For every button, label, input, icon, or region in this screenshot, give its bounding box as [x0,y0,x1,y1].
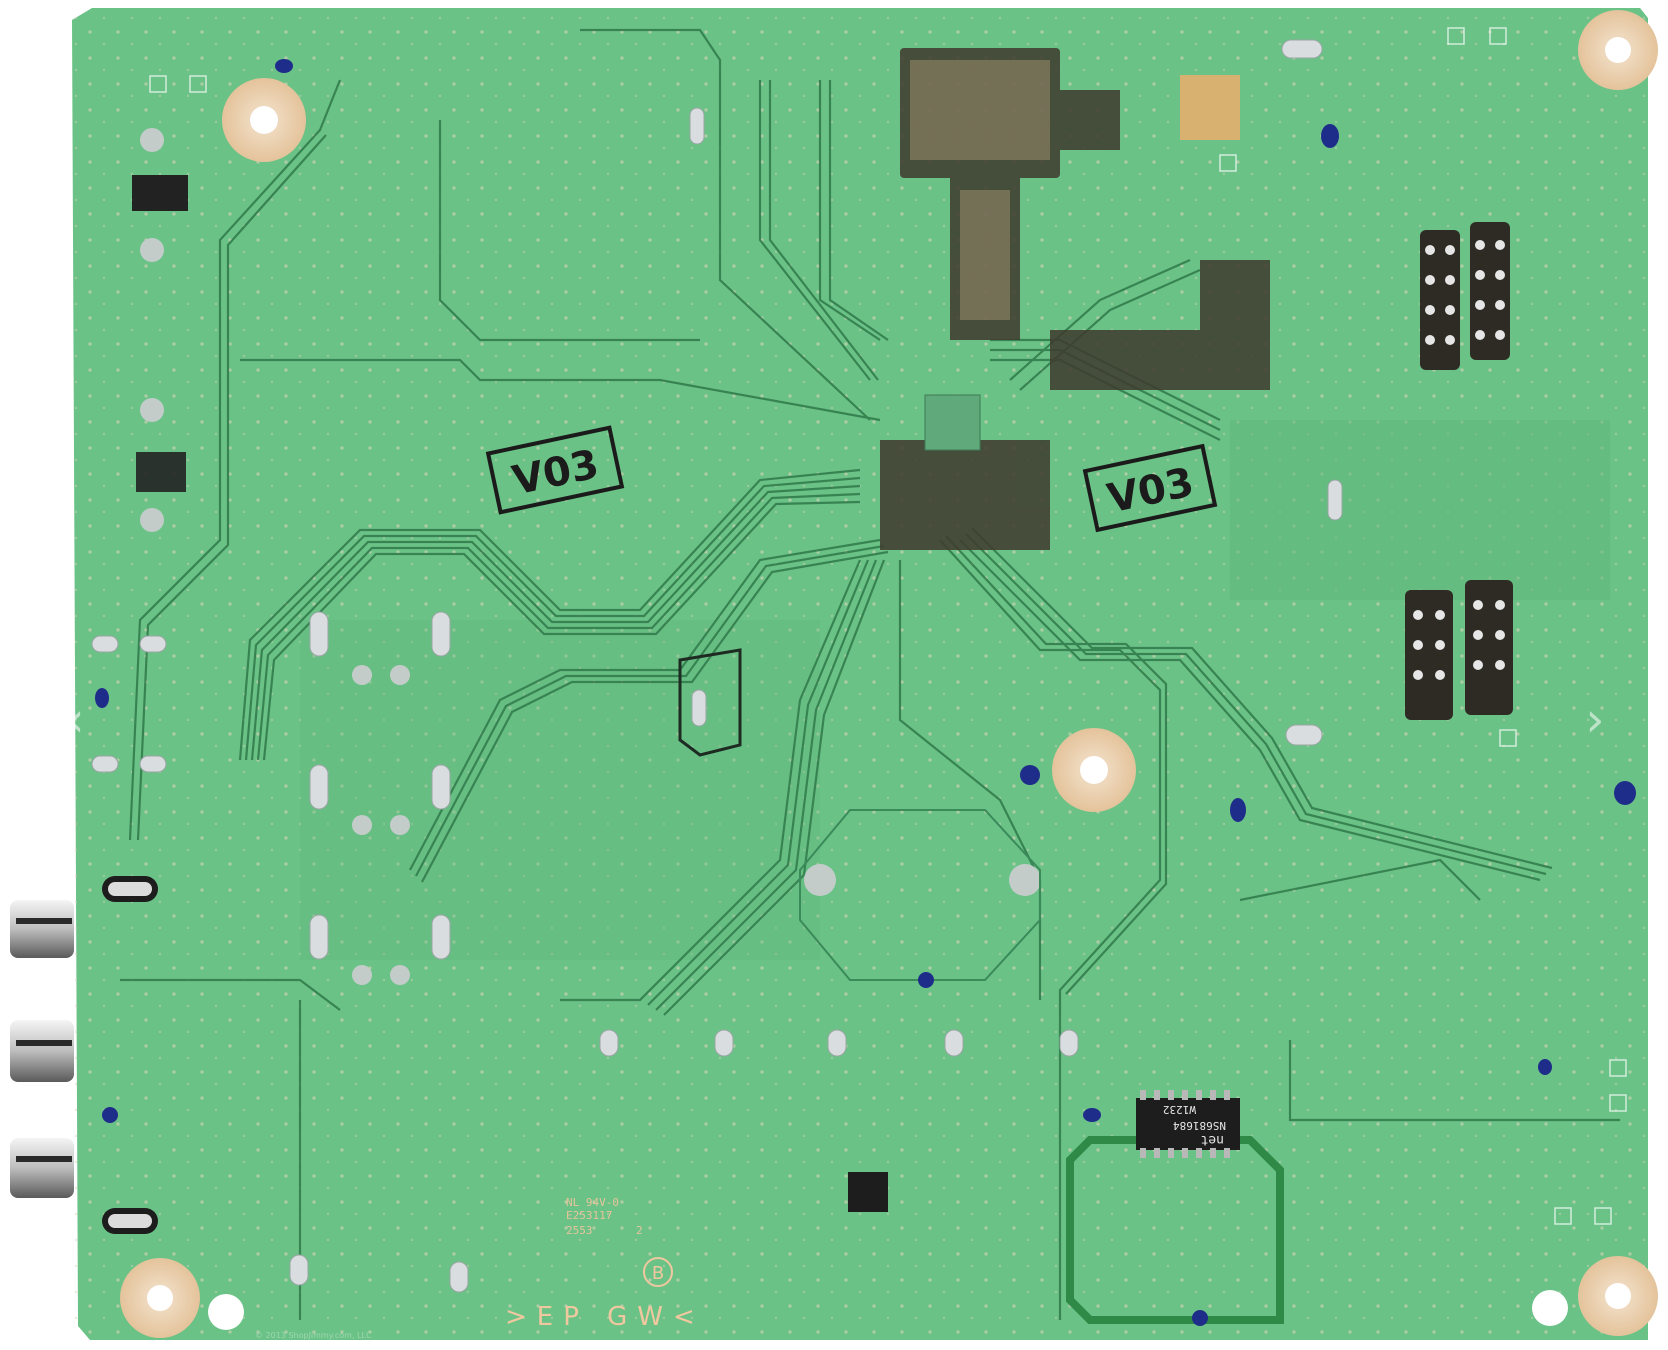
date-code: 2553 [566,1224,593,1237]
small-ic [848,1172,888,1212]
shield-outline [1066,1136,1284,1324]
b-marking: B [652,1263,664,1284]
oval-pads [91,39,1343,1293]
chevron-right-icon[interactable]: › [1585,692,1605,748]
inductor-outline [678,648,742,757]
bga-cluster [880,48,1270,550]
chip-part-label: NS681684 [1173,1119,1226,1132]
copyright-watermark: © 2013 ShopJimmy.com, LLC [255,1331,372,1340]
ul-marking-line1: NL 94V-0 [566,1196,619,1209]
ul-marking-line2: E253117 [566,1209,612,1222]
trace-bus [120,28,1620,1320]
rca-jack-group [10,900,74,1198]
ink-dots [95,59,1636,1326]
material-marking: >EP GW< [505,1302,705,1332]
date-code-suffix: 2 [636,1224,643,1237]
ethernet-ic: net NS681684 W1232 [1136,1090,1240,1158]
chevron-left-icon[interactable]: ‹ [65,692,85,748]
mounting-holes [120,10,1658,1338]
chip-brand-label: net [1201,1132,1224,1147]
chip-date-label: W1232 [1163,1103,1196,1116]
qfp-footprint [799,809,1041,981]
